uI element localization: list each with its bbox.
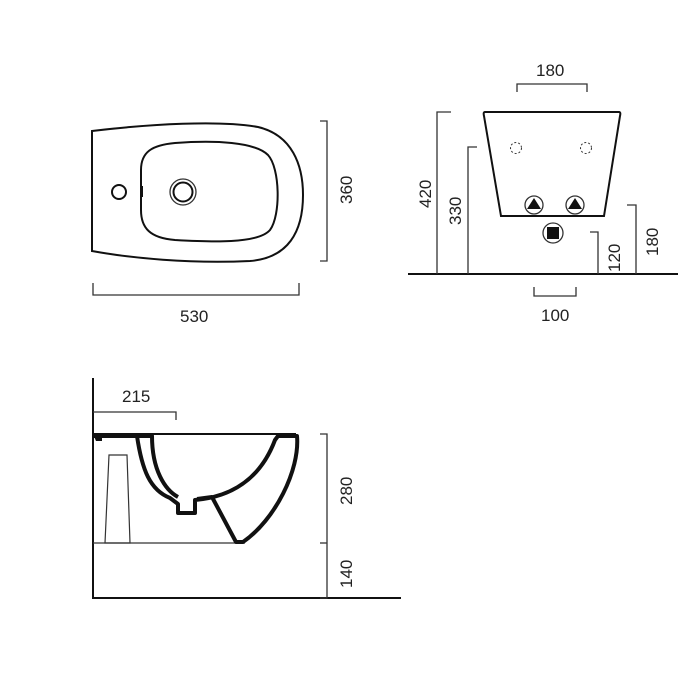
fixing-spacing-label: 180	[536, 61, 564, 80]
fixing-hole-right-icon	[580, 142, 592, 154]
bowl-height-label: 280	[337, 477, 356, 505]
width-label: 530	[180, 307, 208, 326]
height-total-label: 420	[416, 180, 435, 208]
top-view	[91, 120, 328, 296]
height-inlet-label: 330	[446, 197, 465, 225]
water-supply-left-icon	[524, 195, 544, 215]
waste-spacing-label: 100	[541, 306, 569, 325]
tap-hole-distance-label: 215	[122, 387, 150, 406]
rear-flange	[93, 434, 102, 441]
width-dimension-line	[92, 283, 300, 296]
front-view	[408, 83, 678, 297]
bowl-section	[93, 434, 300, 544]
height-dimension-line	[320, 433, 328, 599]
depth-dimension-line	[320, 120, 328, 262]
floor-clearance-label: 140	[337, 560, 356, 588]
tap-hole-dimension-line	[93, 411, 177, 420]
overflow-slot-icon	[140, 186, 143, 197]
drain-inner-icon	[172, 181, 194, 203]
supply-height-label: 180	[643, 228, 662, 256]
water-supply-right-icon	[565, 195, 585, 215]
bowl-inner-shell	[137, 434, 180, 499]
waste-outlet-icon	[542, 222, 564, 244]
waste-height-dimension-line	[590, 231, 599, 274]
waste-spacing-dimension-line	[533, 287, 577, 297]
depth-label: 360	[337, 176, 356, 204]
mounting-bracket	[104, 454, 131, 544]
fixing-spacing-dimension-line	[516, 83, 588, 92]
waste-height-label: 120	[605, 244, 624, 272]
bowl-outline	[140, 140, 279, 243]
side-view	[92, 378, 401, 599]
drain-outer-icon	[169, 178, 197, 206]
supply-height-dimension-line	[627, 204, 637, 274]
top-view-outline	[91, 122, 305, 263]
front-view-outline	[482, 111, 622, 217]
height-inlet-dimension-line	[467, 146, 477, 274]
tap-hole-icon	[111, 184, 127, 200]
fixing-hole-left-icon	[510, 142, 522, 154]
height-total-dimension-line	[436, 111, 451, 274]
